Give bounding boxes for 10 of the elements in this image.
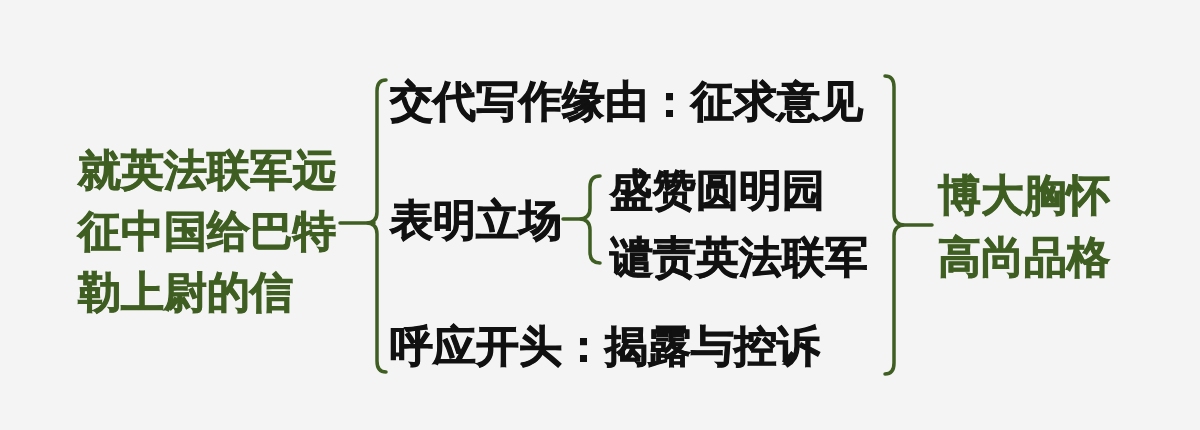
curly-brace — [561, 174, 602, 265]
curly-brace — [883, 74, 934, 376]
branch-label: 呼应开头：揭露与控诉 — [390, 321, 820, 371]
sub-branch-label: 谴责英法联军 — [610, 232, 868, 282]
branch-label: 表明立场 — [390, 195, 562, 245]
curly-brace — [338, 78, 388, 374]
conclusion-label: 博大胸怀高尚品格 — [938, 164, 1114, 288]
sub-branch-label: 盛赞圆明园 — [610, 165, 825, 215]
topic-label: 就英法联军远征中国给巴特勒上尉的信 — [78, 139, 339, 323]
branch-label: 交代写作缘由：征求意见 — [390, 76, 863, 126]
